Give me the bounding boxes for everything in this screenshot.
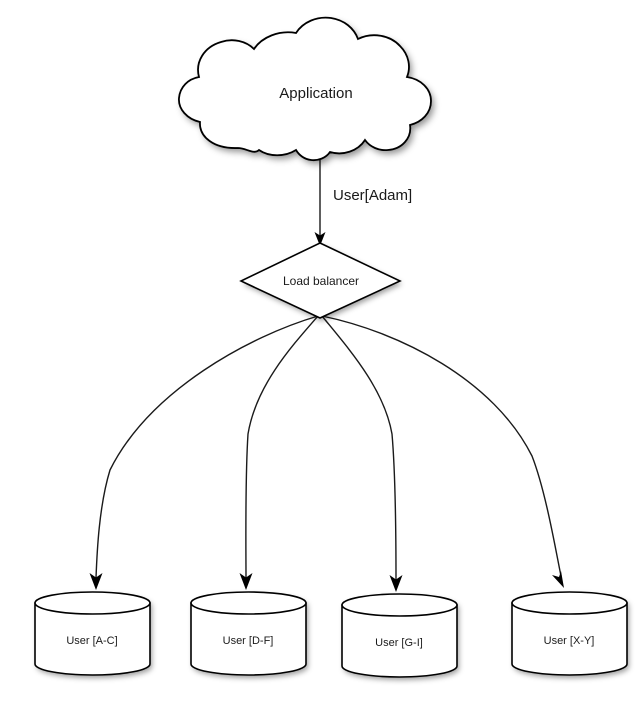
node-load-balancer[interactable]: Load balancer <box>239 242 402 319</box>
db-user-ac-label: User [A-C] <box>66 635 117 647</box>
edge-lb-to-db-df <box>239 315 319 590</box>
node-db-user-ac[interactable]: User [A-C] <box>34 591 151 676</box>
edge-app-to-load-balancer <box>314 151 326 246</box>
application-label: Application <box>279 85 352 102</box>
node-db-user-xy[interactable]: User [X-Y] <box>511 591 628 676</box>
cylinder-icon <box>34 591 151 676</box>
edge-lb-to-db-gi <box>321 315 403 592</box>
node-db-user-df[interactable]: User [D-F] <box>190 591 307 676</box>
diamond-icon <box>239 242 402 319</box>
edge-layer <box>89 151 564 592</box>
cylinder-icon <box>511 591 628 676</box>
db-user-xy-label: User [X-Y] <box>544 635 595 647</box>
db-user-gi-label: User [G-I] <box>375 637 423 649</box>
db-user-df-label: User [D-F] <box>223 635 274 647</box>
cylinder-icon <box>341 593 458 678</box>
load-balancer-label: Load balancer <box>283 274 359 288</box>
edge-label-user-adam: User[Adam] <box>333 187 412 204</box>
edge-lb-to-db-ac <box>89 315 319 590</box>
cylinder-icon <box>190 591 307 676</box>
edge-lb-to-db-xy <box>321 315 564 588</box>
node-application[interactable]: Application <box>178 16 432 162</box>
node-db-user-gi[interactable]: User [G-I] <box>341 593 458 678</box>
